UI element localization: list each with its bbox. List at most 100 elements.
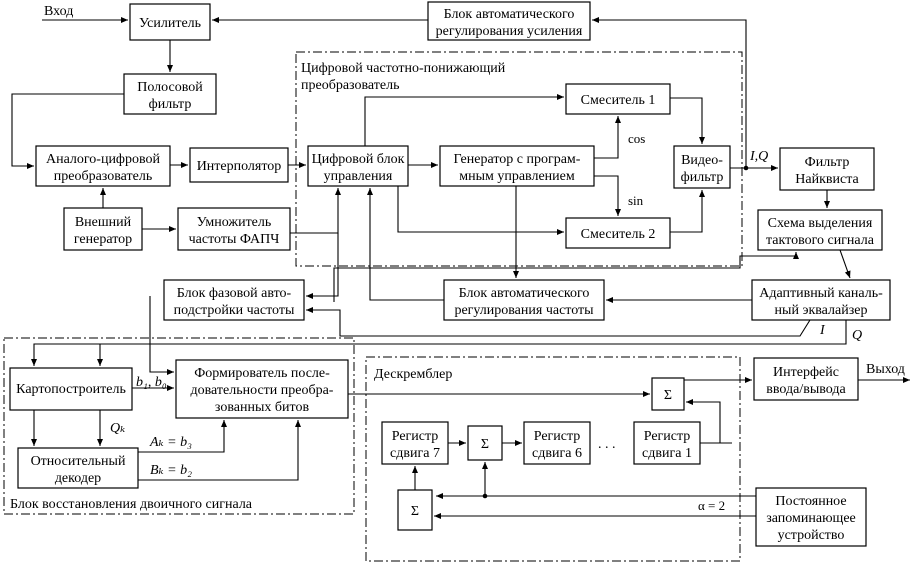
svg-text:Аналого-цифровой: Аналого-цифровой [46,152,161,167]
svg-text:управления: управления [324,169,393,184]
b1-b0-label: b₁, b₀ [136,375,167,390]
rom-block: Постоянное запоминающее устройство [755,487,867,547]
digital-control-block: Цифровой блок управления [307,145,409,187]
shift-register-6-block: Регистр сдвига 6 [523,421,591,465]
svg-text:Умножитель: Умножитель [197,215,272,230]
bandpass-filter-block: Полосовой фильтр [123,73,217,115]
bit-sequence-former-block: Формирователь после- довательности преоб… [175,359,349,419]
mapper-block: Картопостроитель [9,367,133,411]
recovery-group-title: Блок восстановления двоичного сигнала [10,497,253,512]
descrambler-group-frame [365,356,741,562]
shift-register-1-block: Регистр сдвига 1 [633,421,701,465]
svg-text:регулирования частоты: регулирования частоты [454,303,594,318]
pll-multiplier-block: Умножитель частоты ФАПЧ [177,207,291,251]
svg-text:Постоянное: Постоянное [775,494,846,509]
svg-text:Смеситель 1: Смеситель 1 [581,93,656,108]
svg-text:генератор: генератор [74,232,132,247]
svg-text:Регистр: Регистр [392,429,439,444]
svg-text:Блок автоматического: Блок автоматического [459,286,590,301]
cos-label: cos [628,131,645,146]
q-label: Q [852,328,862,343]
svg-text:ввода/вывода: ввода/вывода [766,382,846,397]
svg-text:Смеситель 2: Смеситель 2 [581,227,656,242]
svg-text:преобразователь: преобразователь [54,169,152,184]
svg-text:Адаптивный каналь-: Адаптивный каналь- [759,286,883,301]
svg-text:Полосовой: Полосовой [137,80,203,95]
svg-text:Видео-: Видео- [681,153,723,168]
qk-label: Qₖ [110,421,125,436]
svg-text:регулирования усиления: регулирования усиления [436,24,583,39]
svg-text:Генератор с програм-: Генератор с програм- [454,152,581,167]
interpolator-block: Интерполятор [189,147,289,183]
svg-text:Усилитель: Усилитель [139,16,201,31]
svg-text:Блок фазовой авто-: Блок фазовой авто- [177,286,292,301]
svg-text:Схема выделения: Схема выделения [768,216,873,231]
afc-block: Блок автоматического регулирования часто… [443,279,605,321]
ddc-group-title: Цифровой частотно-понижающий [301,61,506,76]
svg-text:сдвига 7: сдвига 7 [390,446,440,461]
clock-recovery-block: Схема выделения тактового сигнала [757,209,883,251]
input-label: Вход [44,4,73,19]
phase-lock-block: Блок фазовой авто- подстройки частоты [163,279,305,321]
nyquist-filter-block: Фильтр Найквиста [779,147,875,191]
video-filter-block: Видео- фильтр [673,145,731,189]
mixer-1-block: Смеситель 1 [565,83,671,115]
summer-output: Σ [651,377,685,411]
svg-text:Регистр: Регистр [534,429,581,444]
sin-label: sin [628,193,644,208]
svg-text:довательности преобра-: довательности преобра- [191,383,334,398]
svg-text:ный эквалайзер: ный эквалайзер [775,303,868,318]
svg-text:зованных битов: зованных битов [215,400,310,415]
adaptive-equalizer-block: Адаптивный каналь- ный эквалайзер [751,279,891,321]
svg-text:Блок автоматического: Блок автоматического [444,7,575,22]
svg-text:подстройки частоты: подстройки частоты [174,303,295,318]
svg-text:Интерфейс: Интерфейс [773,365,839,380]
io-interface-block: Интерфейс ввода/вывода [753,357,859,401]
svg-text:фильтр: фильтр [681,170,724,185]
svg-text:фильтр: фильтр [149,97,192,112]
svg-text:декодер: декодер [55,471,101,486]
svg-text:устройство: устройство [778,528,845,543]
svg-text:Относительный: Относительный [31,454,126,469]
descrambler-title: Дескремблер [374,367,452,382]
summer-feedback: Σ [397,489,433,531]
nco-block: Генератор с програм- мным управлением [439,145,595,187]
signal-lines [11,17,910,519]
output-label: Выход [866,362,905,377]
adc-block: Аналого-цифровой преобразователь [35,145,171,187]
summer-register: Σ [467,425,503,461]
svg-text:сдвига 1: сдвига 1 [642,446,692,461]
ddc-group-frame [295,51,743,267]
svg-text:мным управлением: мным управлением [459,169,575,184]
bk-label: Bₖ = b₂ [150,463,192,478]
i-label: I [819,323,826,338]
svg-text:Внешний: Внешний [75,215,132,230]
iq-label: I,Q [749,149,768,164]
svg-text:Картопостроитель: Картопостроитель [16,382,126,397]
svg-text:запоминающее: запоминающее [766,511,856,526]
svg-text:Формирователь после-: Формирователь после- [194,366,330,381]
ellipsis-label: . . . [598,437,616,452]
svg-text:Σ: Σ [481,437,489,452]
ak-label: Aₖ = b₃ [149,435,192,450]
relative-decoder-block: Относительный декодер [17,447,139,489]
svg-text:Интерполятор: Интерполятор [197,159,282,174]
svg-text:Цифровой блок: Цифровой блок [312,152,405,167]
svg-text:Фильтр: Фильтр [805,155,850,170]
svg-text:тактового сигнала: тактового сигнала [766,233,875,248]
agc-block: Блок автоматического регулирования усиле… [427,1,591,41]
alpha-label: α = 2 [698,498,725,513]
svg-text:сдвига 6: сдвига 6 [532,446,582,461]
amplifier-block: Усилитель [129,3,211,41]
svg-text:частоты ФАПЧ: частоты ФАПЧ [189,232,280,247]
recovery-group-frame [3,337,355,515]
shift-register-7-block: Регистр сдвига 7 [381,421,449,465]
svg-text:Найквиста: Найквиста [795,172,859,187]
svg-text:Σ: Σ [411,504,419,519]
ddc-group-title-line2: преобразователь [301,78,399,93]
svg-text:Регистр: Регистр [644,429,691,444]
external-generator-block: Внешний генератор [63,207,143,251]
mixer-2-block: Смеситель 2 [565,217,671,249]
svg-text:Σ: Σ [664,388,672,403]
